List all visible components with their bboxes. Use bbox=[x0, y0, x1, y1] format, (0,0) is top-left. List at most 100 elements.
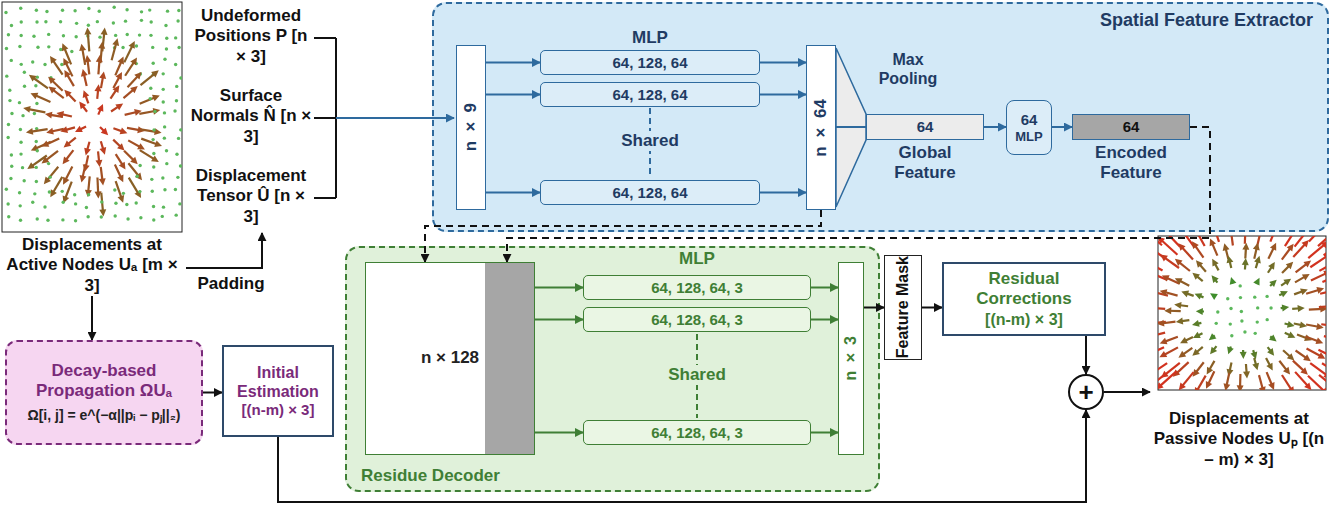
displacement-arrow-head bbox=[135, 173, 142, 181]
node-text: n × 3 bbox=[841, 336, 860, 381]
residual-box: Residual Corrections[(n-m) × 3] bbox=[942, 262, 1106, 336]
mesh-node bbox=[138, 33, 141, 36]
mesh-node bbox=[87, 24, 90, 27]
displacement-arrow-head bbox=[45, 112, 52, 119]
decoder-panel: Residue Decodern × 12864, 128, 64, 364, … bbox=[345, 246, 880, 492]
displacement-arrow bbox=[1270, 236, 1277, 242]
displacement-arrow-head bbox=[1212, 275, 1219, 283]
mesh-node bbox=[1215, 322, 1218, 325]
connector bbox=[486, 62, 540, 64]
displacement-arrow-head bbox=[134, 190, 141, 198]
displacement-arrow bbox=[1295, 372, 1309, 387]
displacement-arrow-head bbox=[49, 87, 57, 94]
node-text: Decay-based Propagation ΩUₐ bbox=[11, 361, 197, 402]
propagation-box: Decay-based Propagation ΩUₐΩ[i, j] = e^(… bbox=[5, 340, 203, 445]
mesh-node bbox=[7, 215, 10, 218]
mesh-node bbox=[85, 206, 88, 209]
displacement-arrow-head bbox=[1158, 320, 1164, 327]
mesh-node bbox=[21, 114, 24, 117]
mesh-node bbox=[36, 46, 39, 49]
mesh-node bbox=[1240, 310, 1243, 313]
displacement-arrow bbox=[1244, 236, 1247, 244]
mesh-node bbox=[20, 20, 23, 23]
mesh-node bbox=[152, 218, 155, 221]
mesh-node bbox=[87, 7, 90, 10]
displacement-arrow-head bbox=[94, 84, 101, 91]
mesh-node bbox=[36, 217, 39, 220]
displacement-arrow-head bbox=[1321, 241, 1326, 248]
mlp-box: 64, 128, 64, 3 bbox=[583, 420, 811, 445]
mlp-box: 64, 128, 64 bbox=[540, 50, 760, 75]
displacement-arrow-head bbox=[1196, 260, 1203, 268]
displacement-arrow-head bbox=[63, 58, 69, 66]
displacement-arrow-head bbox=[1175, 259, 1183, 266]
displacement-arrow-head bbox=[48, 77, 55, 84]
displacement-arrow-head bbox=[1175, 278, 1183, 284]
tensor-box: n × 64 bbox=[806, 45, 836, 210]
annotation-label: MLP bbox=[610, 28, 690, 48]
displacement-arrow-head bbox=[137, 143, 145, 149]
displacement-arrow-head bbox=[117, 57, 123, 65]
mesh-node bbox=[60, 63, 63, 66]
displacement-arrow bbox=[1318, 350, 1326, 359]
displacement-arrow-head bbox=[63, 177, 69, 185]
mesh-node bbox=[174, 188, 177, 191]
connector bbox=[486, 192, 540, 194]
mesh-node bbox=[165, 47, 168, 50]
displacement-arrow-head bbox=[152, 95, 160, 101]
mesh-node bbox=[35, 102, 38, 105]
displacement-arrow-head bbox=[1223, 383, 1230, 390]
connector bbox=[811, 432, 838, 434]
displacement-arrow-head bbox=[1212, 259, 1218, 267]
mesh-node bbox=[35, 8, 38, 11]
displacement-arrow-head bbox=[1192, 320, 1200, 327]
mesh-node bbox=[22, 179, 25, 182]
mesh-node bbox=[1240, 319, 1243, 322]
connector bbox=[535, 432, 583, 434]
displacement-arrow-head bbox=[99, 147, 106, 155]
mesh-node bbox=[177, 46, 180, 49]
mesh-node bbox=[5, 47, 8, 50]
displacement-arrow-head bbox=[1286, 262, 1293, 269]
displacement-arrow-head bbox=[50, 56, 57, 64]
mesh-node bbox=[161, 176, 164, 179]
mesh-node bbox=[163, 57, 166, 60]
mesh-node bbox=[35, 20, 38, 23]
displacement-arrow bbox=[1160, 239, 1177, 254]
mesh-node bbox=[74, 219, 77, 222]
displacement-arrow-head bbox=[1160, 289, 1168, 296]
mesh-node bbox=[153, 110, 156, 113]
displacement-arrow-head bbox=[1287, 386, 1294, 390]
mesh-node bbox=[152, 62, 155, 65]
displacement-arrow-head bbox=[1282, 304, 1289, 311]
mesh-node bbox=[74, 202, 77, 205]
input-bracket bbox=[314, 38, 336, 198]
connector bbox=[760, 62, 806, 64]
node-text: Residual Corrections bbox=[947, 269, 1101, 310]
displacement-arrow bbox=[1324, 241, 1326, 255]
mesh-node bbox=[121, 46, 124, 49]
mesh-node bbox=[70, 50, 73, 53]
displacement-arrow bbox=[1159, 371, 1176, 386]
displacement-arrow-head bbox=[1195, 387, 1202, 390]
node-text: 64 bbox=[917, 118, 934, 136]
displacement-arrow bbox=[1158, 259, 1163, 270]
mesh-node bbox=[164, 24, 167, 27]
displacement-arrow-head bbox=[1280, 291, 1288, 297]
mesh-node bbox=[43, 205, 46, 208]
displacement-arrow-head bbox=[84, 27, 91, 34]
mlp-box: 64, 128, 64 bbox=[540, 82, 760, 107]
mesh-node bbox=[1265, 295, 1268, 298]
mesh-node bbox=[45, 10, 48, 13]
displacement-arrow-head bbox=[1252, 363, 1259, 371]
mesh-node bbox=[73, 9, 76, 12]
displacement-arrow-head bbox=[115, 103, 123, 110]
mesh-node bbox=[140, 10, 143, 13]
displacement-arrow-head bbox=[99, 209, 106, 216]
displacement-arrow-head bbox=[1243, 371, 1250, 378]
connector bbox=[984, 126, 1006, 128]
displacement-arrow-head bbox=[81, 69, 88, 77]
mesh-node bbox=[149, 34, 152, 37]
displacement-arrow-head bbox=[1302, 240, 1309, 248]
displacement-arrow bbox=[128, 163, 139, 177]
